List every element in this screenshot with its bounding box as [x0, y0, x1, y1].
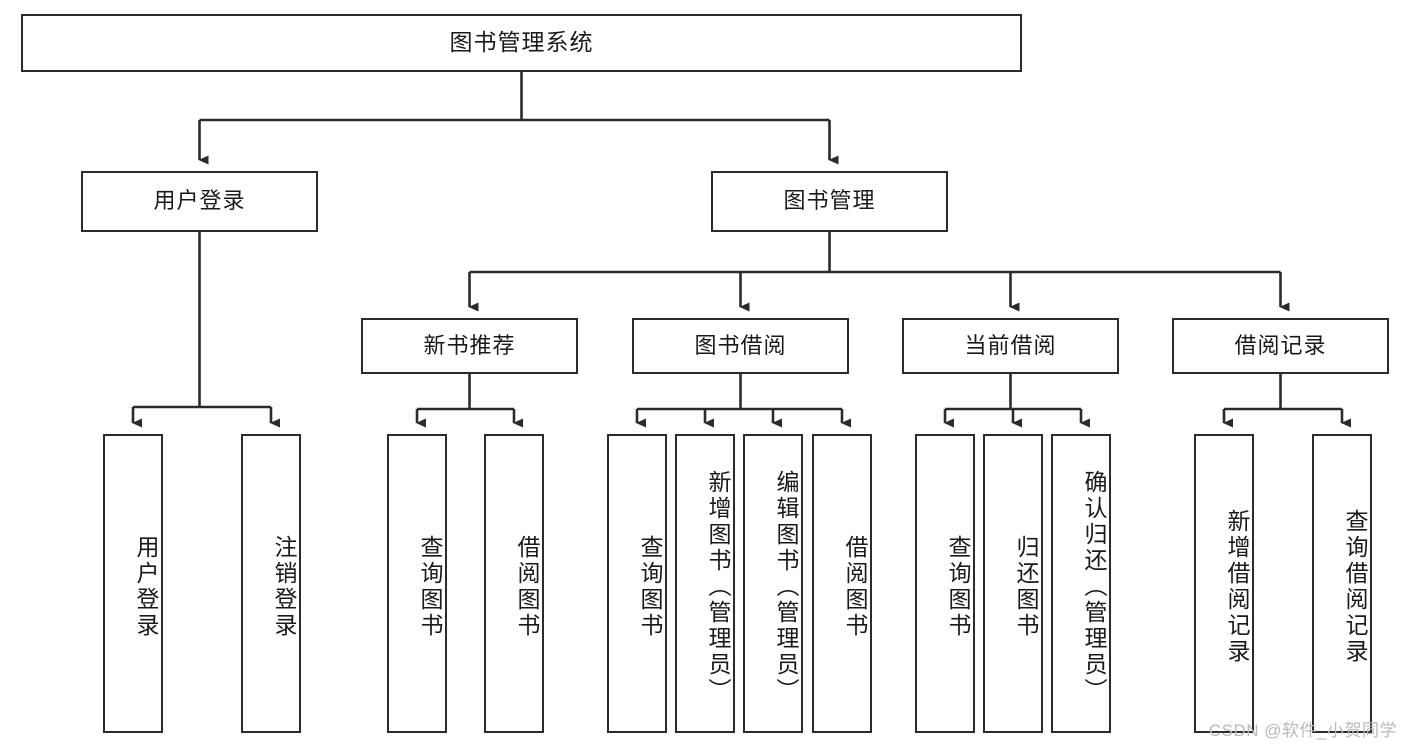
node-label: 图书借阅 [694, 332, 787, 358]
node-label: 用户登录 [153, 188, 246, 214]
node-label: 借阅记录 [1234, 332, 1327, 358]
leaf-leaf-user-login[interactable]: 用户登录 [103, 434, 163, 733]
node-label: 新增借阅记录 [1224, 508, 1250, 665]
node-label: 借阅图书 [514, 534, 540, 639]
leaf-leaf-query-book-3[interactable]: 查询图书 [915, 434, 975, 733]
node-label: 编辑图书（管理员） [773, 469, 799, 704]
leaf-leaf-borrow-book-1[interactable]: 借阅图书 [484, 434, 544, 733]
node-label: 借阅图书 [842, 534, 868, 639]
node-book-borrow[interactable]: 图书借阅 [632, 318, 849, 374]
leaf-leaf-query-book-2[interactable]: 查询图书 [607, 434, 667, 733]
leaf-leaf-user-logout[interactable]: 注销登录 [241, 434, 301, 733]
leaf-leaf-add-record[interactable]: 新增借阅记录 [1194, 434, 1254, 733]
node-label: 查询图书 [637, 534, 663, 639]
leaf-leaf-add-book[interactable]: 新增图书（管理员） [675, 434, 735, 733]
leaf-leaf-query-record[interactable]: 查询借阅记录 [1312, 434, 1372, 733]
node-label: 注销登录 [271, 534, 297, 639]
node-label: 查询借阅记录 [1342, 508, 1368, 665]
node-label: 查询图书 [417, 534, 443, 639]
leaf-leaf-query-book-1[interactable]: 查询图书 [387, 434, 447, 733]
leaf-leaf-borrow-book-2[interactable]: 借阅图书 [812, 434, 872, 733]
node-label: 当前借阅 [964, 332, 1057, 358]
node-label: 归还图书 [1013, 534, 1039, 639]
node-label: 图书管理 [783, 188, 876, 214]
node-new-book-rec[interactable]: 新书推荐 [361, 318, 578, 374]
node-label: 新增图书（管理员） [705, 469, 731, 704]
node-label: 查询图书 [945, 534, 971, 639]
node-label: 确认归还（管理员） [1081, 469, 1107, 704]
node-current-borrow[interactable]: 当前借阅 [902, 318, 1119, 374]
node-user-login[interactable]: 用户登录 [81, 171, 318, 232]
leaf-leaf-edit-book[interactable]: 编辑图书（管理员） [743, 434, 803, 733]
node-root[interactable]: 图书管理系统 [21, 14, 1022, 72]
node-label: 用户登录 [133, 534, 159, 639]
node-book-manage[interactable]: 图书管理 [711, 171, 948, 232]
leaf-leaf-return-book[interactable]: 归还图书 [983, 434, 1043, 733]
watermark-text: CSDN @软件_小贺同学 [1208, 721, 1397, 740]
leaf-leaf-confirm-return[interactable]: 确认归还（管理员） [1051, 434, 1111, 733]
node-label: 图书管理系统 [449, 29, 594, 56]
node-borrow-record[interactable]: 借阅记录 [1172, 318, 1389, 374]
node-label: 新书推荐 [423, 332, 516, 358]
